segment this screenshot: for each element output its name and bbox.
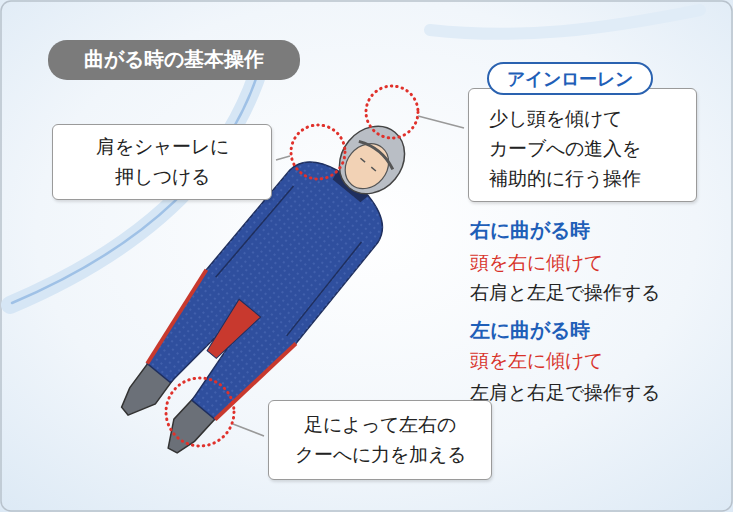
track-swoosh (430, 10, 700, 34)
helmet (326, 113, 418, 207)
callout-box: アインローレン少し頭を傾けて カーブへの進入を 補助的に行う操作 (468, 88, 697, 202)
callout-box: 肩をシャーレに 押しつける (52, 124, 272, 200)
instruction-text: 左肩と右足で操作する (470, 377, 660, 407)
face (336, 135, 397, 197)
leader-line (418, 116, 464, 128)
arm-seam (285, 242, 363, 336)
instruction-text: 頭を右に傾けて (470, 247, 603, 277)
case-heading: 右に曲がる時 (470, 215, 590, 245)
leader-line (276, 156, 290, 160)
title-pill: 曲がる時の基本操作 (48, 40, 300, 80)
term-pill: アインローレン (487, 62, 653, 95)
red-stripe (136, 270, 217, 364)
red-accent (201, 299, 261, 363)
highlight-circle (166, 378, 234, 446)
visor-edge (359, 138, 396, 170)
instruction-text: 頭を左に傾けて (470, 345, 603, 375)
callout-box: 足によって左右の クーへに力を加える (268, 400, 492, 480)
highlight-circle (291, 125, 345, 179)
instruction-text: 右肩と左足で操作する (470, 277, 660, 307)
box-text: 肩をシャーレに 押しつける (96, 131, 229, 191)
box-text: 少し頭を傾けて カーブへの進入を 補助的に行う操作 (489, 103, 641, 193)
box-text: 足によって左右の クーへに力を加える (295, 409, 466, 469)
highlight-circle (366, 86, 418, 138)
case-heading: 左に曲がる時 (470, 315, 590, 345)
box-text: 曲がる時の基本操作 (82, 46, 266, 72)
leader-line (233, 424, 264, 436)
eyes (360, 158, 375, 171)
